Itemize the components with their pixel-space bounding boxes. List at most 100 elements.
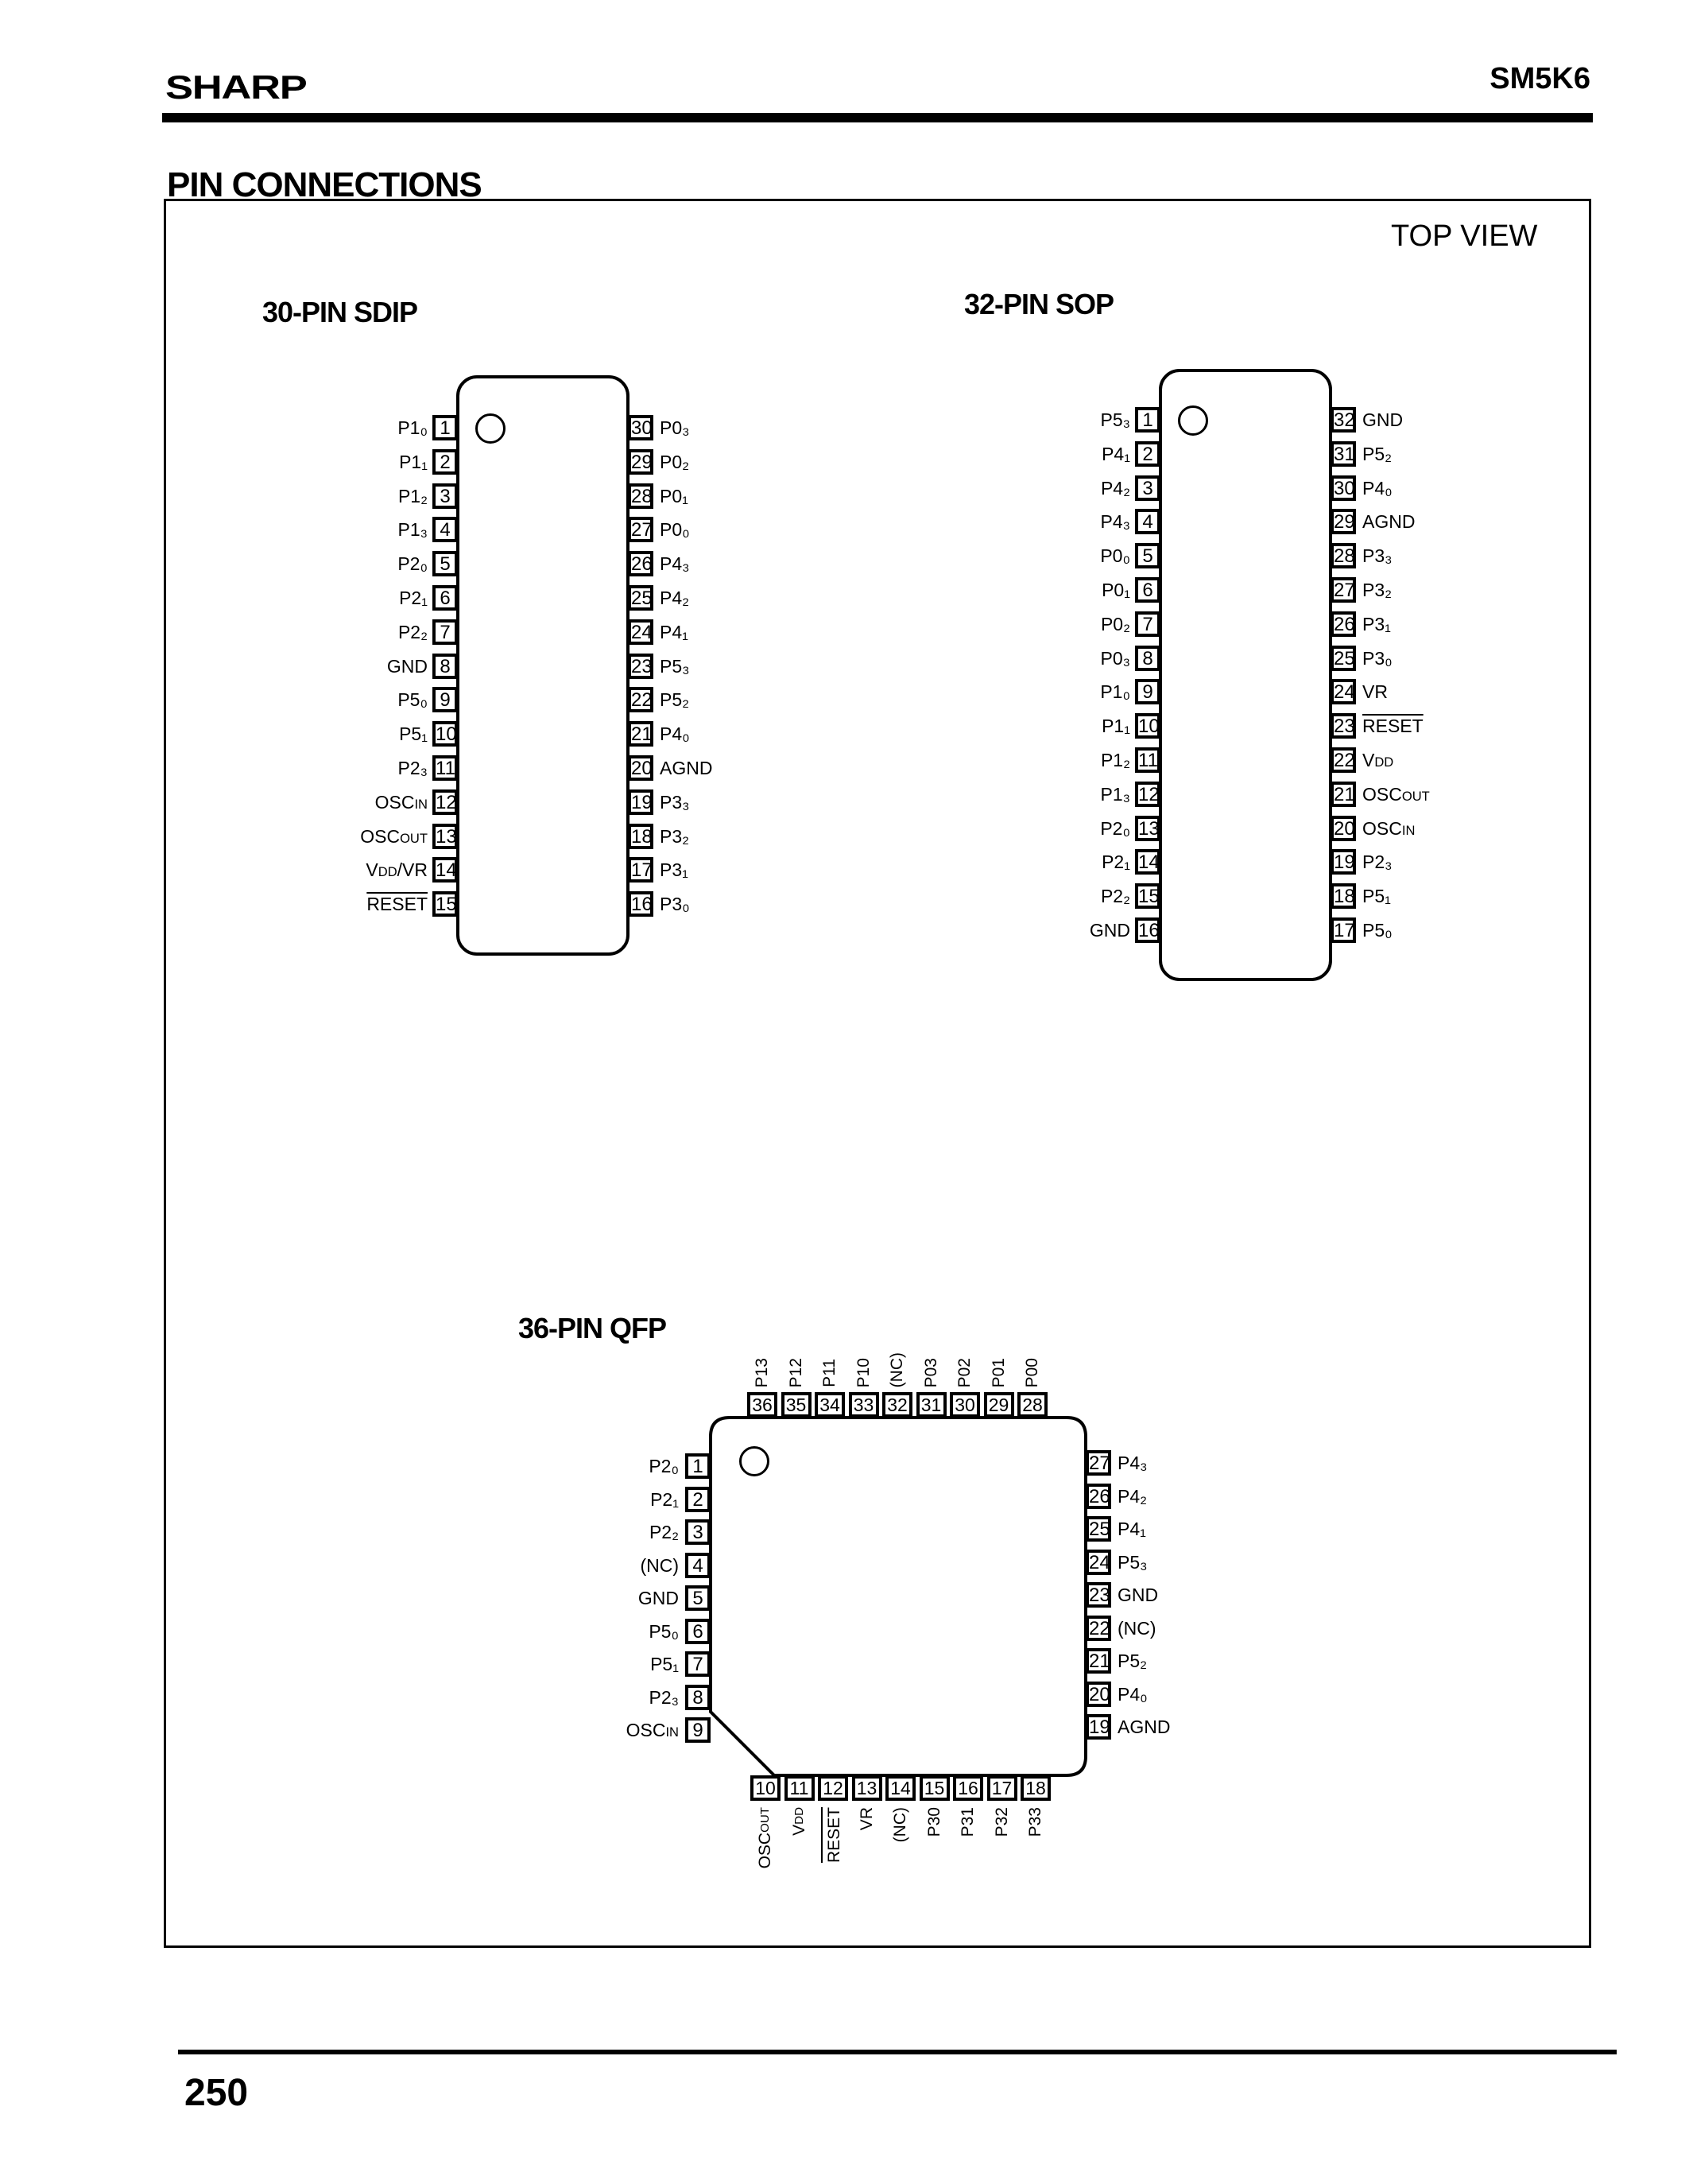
pin-label: AGND (1362, 511, 1416, 533)
pin-number: 28 (628, 483, 653, 509)
pin-label: P0₃ (660, 417, 690, 438)
pin-number: 32 (1331, 407, 1356, 433)
pin-label: P5₂ (1362, 443, 1393, 464)
pin-number: 21 (628, 721, 653, 747)
pin-label: P4₁ (660, 621, 688, 642)
pin-number: 30 (628, 415, 653, 440)
pin-label: (NC) (1118, 1617, 1156, 1639)
pin-number: 17 (628, 857, 653, 883)
pin-number: 2 (685, 1486, 711, 1512)
pin-number: 26 (628, 551, 653, 577)
pin-label: P2₀ (649, 1456, 679, 1476)
pin-label: AGND (1118, 1717, 1171, 1737)
pin-number: 31 (916, 1392, 947, 1418)
pin-label: P3₂ (660, 825, 690, 847)
header-rule (162, 113, 1593, 122)
brand-logo: SHARP (165, 68, 308, 106)
pin-number: 17 (986, 1775, 1017, 1801)
pin-number: 8 (1135, 645, 1160, 671)
diagram-frame (164, 199, 1591, 1948)
pin-label: P4₁ (1102, 443, 1130, 464)
pin-label: P31 (959, 1807, 977, 1837)
pin-label: RESET (821, 1807, 846, 1864)
pin-label: P3₁ (660, 859, 688, 881)
pin-label: P1₃ (397, 519, 428, 541)
pin-label: P0₁ (1102, 580, 1130, 600)
pin-number: 22 (1086, 1615, 1111, 1641)
pin-number: 8 (685, 1684, 711, 1710)
pin-label: (NC) (640, 1554, 679, 1576)
pin-number: 1 (1135, 407, 1160, 433)
pin-number: 27 (1331, 577, 1356, 603)
pin-number: 35 (781, 1392, 812, 1418)
pin-label: P13 (753, 1357, 771, 1387)
pin-number: 15 (432, 891, 458, 917)
pin-number: 7 (685, 1651, 711, 1677)
pin-label: P2₁ (650, 1488, 679, 1510)
pin-label: P0₃ (1100, 647, 1131, 669)
pin-number: 14 (1135, 849, 1160, 875)
pin-label: P5₀ (649, 1620, 679, 1642)
pin-number: 19 (1086, 1714, 1111, 1740)
section-title: PIN CONNECTIONS (167, 165, 482, 204)
pin-number: 16 (953, 1775, 983, 1801)
pin-number: 14 (432, 857, 458, 883)
pin-label: P0₁ (660, 485, 688, 506)
pin-number: 31 (1331, 440, 1356, 467)
pin-number: 3 (432, 483, 458, 509)
pin-label: GND (386, 655, 428, 677)
pin-number: 5 (432, 551, 458, 577)
pin-number: 13 (1135, 815, 1160, 841)
pin-number: 20 (1331, 815, 1356, 841)
pin-number: 36 (747, 1392, 777, 1418)
pin-number: 30 (1331, 475, 1356, 501)
pin-label: P4₂ (1100, 477, 1130, 498)
pin-label: P32 (992, 1807, 1011, 1837)
pin-label: VDD (789, 1807, 808, 1836)
pin-number: 6 (1135, 577, 1160, 603)
pin-label: AGND (660, 758, 713, 778)
pin-number: 21 (1086, 1648, 1111, 1674)
pin-number: 17 (1331, 917, 1356, 943)
pin-number: 24 (628, 619, 653, 645)
pin-label: P5₃ (660, 655, 690, 677)
pin-label: P12 (786, 1357, 805, 1387)
pin1-marker-icon (475, 413, 506, 444)
pin-label: OSCIN (626, 1720, 679, 1740)
pin-label: P1₃ (1100, 783, 1131, 805)
pin-number: 10 (1135, 713, 1160, 739)
pin-number: 11 (1135, 747, 1160, 773)
pin-number: 14 (885, 1775, 916, 1801)
pin-label: VDD/VR (366, 859, 428, 881)
page-number: 250 (184, 2072, 249, 2114)
pin-label: P1₂ (1100, 750, 1130, 770)
pin-number: 3 (685, 1519, 711, 1545)
pin-number: 2 (1135, 440, 1160, 467)
pin-label: OSCIN (1362, 817, 1416, 839)
pin-number: 11 (432, 755, 458, 781)
pin-label: VR (1362, 681, 1388, 703)
pin-label: P01 (989, 1357, 1008, 1387)
pin-label: OSCOUT (360, 825, 428, 847)
pin-label: VR (857, 1807, 876, 1831)
pin-number: 27 (628, 517, 653, 543)
pin-label: P1₁ (399, 451, 428, 472)
pin-number: 18 (628, 823, 653, 849)
pin-number: 20 (628, 755, 653, 781)
pin-number: 22 (628, 687, 653, 713)
pin-label: P1₀ (1100, 681, 1130, 703)
pin-number: 23 (1086, 1582, 1111, 1608)
sop32-title: 32-PIN SOP (964, 288, 1114, 320)
pin-number: 16 (628, 891, 653, 917)
pin-label: P0₂ (660, 451, 690, 472)
pin-number: 18 (1021, 1775, 1051, 1801)
view-note: TOP VIEW (1391, 219, 1538, 253)
pin-label: P3₁ (1362, 613, 1391, 634)
pin-number: 23 (628, 653, 653, 679)
pin-number: 18 (1331, 883, 1356, 910)
pin-label: P4₀ (1118, 1683, 1148, 1705)
pin-label: P4₂ (1118, 1485, 1148, 1507)
pin-label: P02 (955, 1357, 974, 1387)
pin-number: 30 (950, 1392, 980, 1418)
